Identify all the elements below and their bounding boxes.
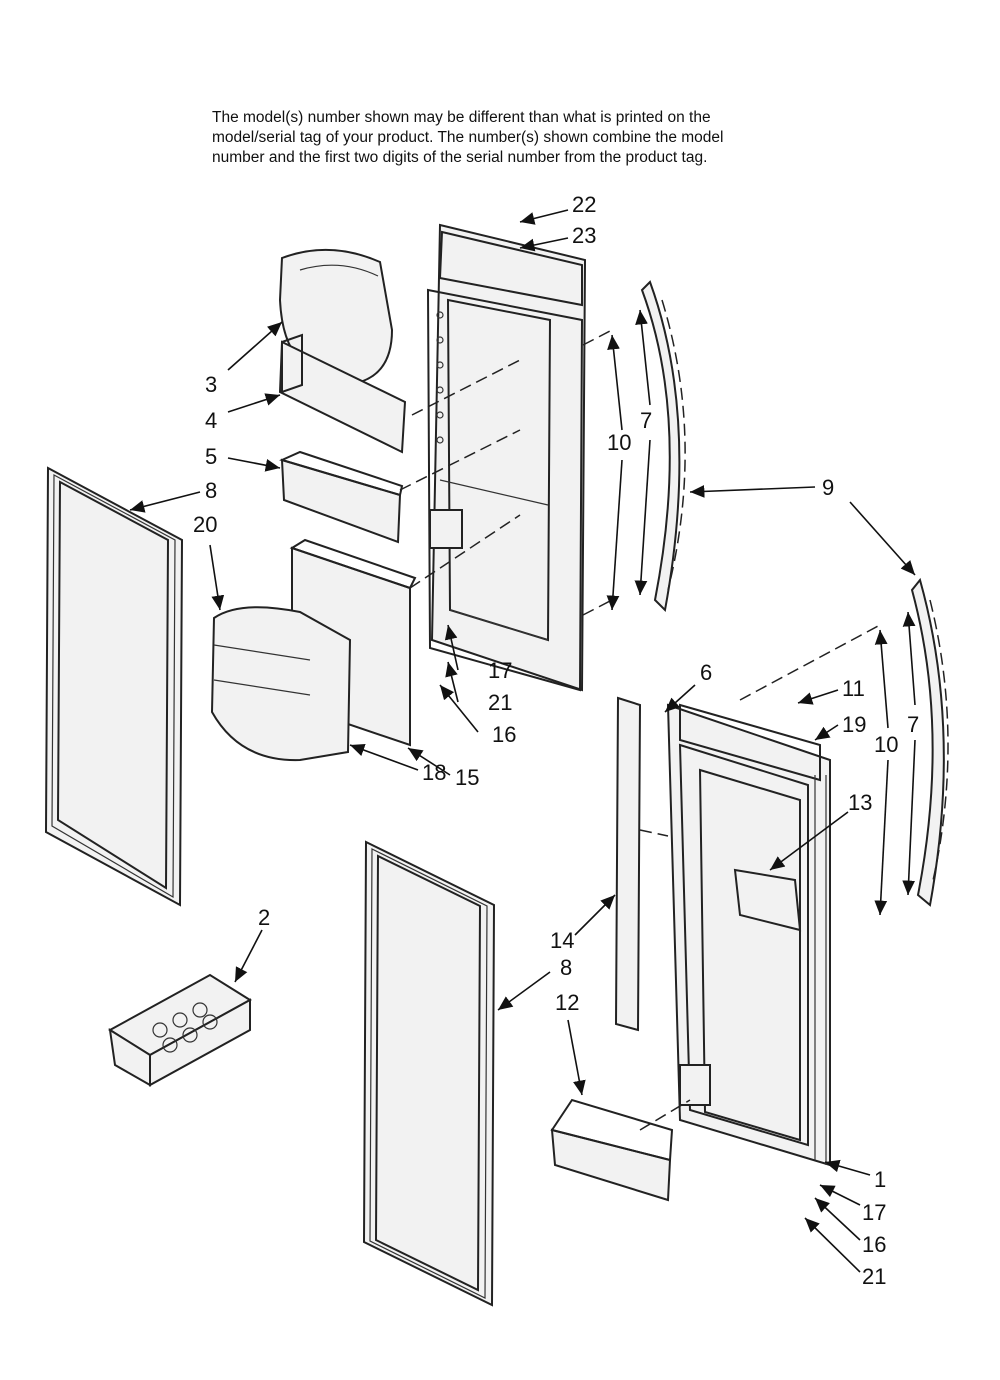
callout-21a: 21 bbox=[488, 690, 512, 715]
callout-labels: 22 23 3 4 5 8 20 10 7 9 17 21 16 15 18 6… bbox=[193, 192, 919, 1289]
callout-20: 20 bbox=[193, 512, 217, 537]
callout-18: 18 bbox=[422, 760, 446, 785]
callout-22: 22 bbox=[572, 192, 596, 217]
callout-15: 15 bbox=[455, 765, 479, 790]
callout-21b: 21 bbox=[862, 1264, 886, 1289]
callout-6: 6 bbox=[700, 660, 712, 685]
callout-23: 23 bbox=[572, 223, 596, 248]
dispenser-bracket bbox=[278, 333, 407, 454]
model-number-note: The model(s) number shown may be differe… bbox=[212, 108, 832, 168]
callout-19: 19 bbox=[842, 712, 866, 737]
door-handle-right bbox=[910, 577, 949, 907]
door-gasket-right bbox=[362, 840, 496, 1307]
callout-11: 11 bbox=[842, 676, 865, 701]
door-bin-lower bbox=[550, 1098, 674, 1202]
right-door-liner bbox=[666, 703, 831, 1167]
callout-7b: 7 bbox=[907, 712, 919, 737]
callout-8a: 8 bbox=[205, 478, 217, 503]
callout-12: 12 bbox=[555, 990, 579, 1015]
left-door-liner bbox=[426, 223, 587, 692]
callout-17a: 17 bbox=[488, 658, 512, 683]
callout-16a: 16 bbox=[492, 722, 516, 747]
callout-10a: 10 bbox=[607, 430, 631, 455]
callout-13: 13 bbox=[848, 790, 872, 815]
leader-arrows bbox=[129, 209, 916, 1273]
dispenser-front-cover bbox=[210, 606, 352, 762]
callout-2: 2 bbox=[258, 905, 270, 930]
callout-3: 3 bbox=[205, 372, 217, 397]
door-bin-upper bbox=[279, 450, 404, 544]
callout-8b: 8 bbox=[560, 955, 572, 980]
dispenser-cover bbox=[278, 248, 394, 384]
callout-14: 14 bbox=[550, 928, 574, 953]
callout-16b: 16 bbox=[862, 1232, 886, 1257]
note-line-1: The model(s) number shown may be differe… bbox=[212, 109, 711, 126]
callout-7a: 7 bbox=[640, 408, 652, 433]
door-cap bbox=[614, 696, 642, 1032]
callout-1: 1 bbox=[874, 1167, 886, 1192]
callout-4: 4 bbox=[205, 408, 217, 433]
door-handle-left bbox=[640, 280, 686, 613]
ice-bin bbox=[108, 973, 252, 1087]
note-line-2: model/serial tag of your product. The nu… bbox=[212, 129, 724, 146]
callout-9: 9 bbox=[822, 475, 834, 500]
door-gasket-left bbox=[44, 466, 184, 907]
callout-5: 5 bbox=[205, 444, 217, 469]
note-line-3: number and the first two digits of the s… bbox=[212, 149, 708, 166]
callout-17b: 17 bbox=[862, 1200, 886, 1225]
callout-10b: 10 bbox=[874, 732, 898, 757]
